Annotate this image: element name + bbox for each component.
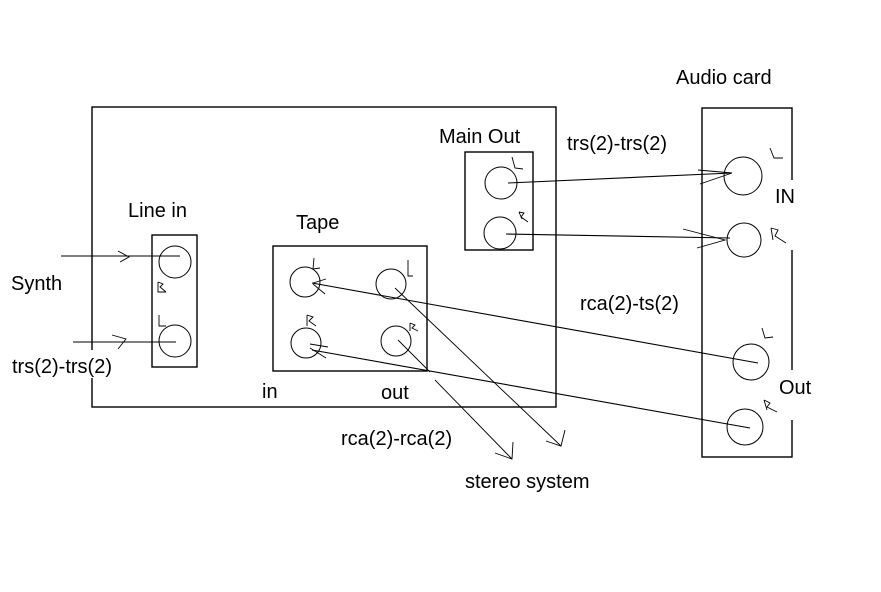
- tape-out-r-to-stereo-wire-a: [397, 339, 431, 373]
- tape-in-r-arrow-icon: [309, 343, 329, 359]
- stereo-r-arrow-icon: [494, 441, 514, 460]
- main-out-r-to-audio-in-r-wire: [505, 233, 731, 239]
- line-in-jack-r: [158, 245, 192, 279]
- tape-label: Tape: [296, 212, 339, 234]
- rca-ts-cable-label: rca(2)-ts(2): [580, 293, 679, 315]
- audio-in-r-mark: [770, 227, 787, 244]
- audio-in-l-arrow-icon: [697, 169, 733, 185]
- mixer-box: [91, 106, 557, 408]
- tape-out-r-mark: [409, 322, 419, 332]
- tape-out-r-to-stereo-wire-b: [434, 379, 513, 460]
- main-out-r-mark: [518, 211, 529, 223]
- main-out-l-to-audio-in-l-wire: [507, 172, 733, 184]
- mixer-edge-gap: [88, 350, 98, 378]
- audio-card-edge-gap-in: [786, 180, 798, 250]
- tape-in-l-mark: [312, 257, 321, 270]
- rca-rca-cable-label: rca(2)-rca(2): [341, 428, 452, 450]
- main-out-r-jack: [483, 216, 517, 250]
- line-in-l-mark: [158, 315, 166, 327]
- tape-out-r-jack: [380, 325, 412, 357]
- audio-in-r-jack: [726, 222, 762, 258]
- tape-out-l-to-stereo-wire: [394, 287, 562, 447]
- tape-in-r-jack: [290, 327, 322, 359]
- audio-in-label: IN: [775, 186, 795, 208]
- audio-card-edge-gap-out: [786, 370, 798, 420]
- synth-r-arrow-icon: [117, 250, 130, 263]
- stereo-l-arrow-icon: [545, 429, 566, 447]
- line-in-panel: [151, 234, 198, 368]
- tape-in-l-jack: [289, 266, 321, 298]
- stereo-system-label: stereo system: [465, 471, 589, 493]
- tape-in-r-mark: [306, 314, 317, 327]
- audio-out-r-to-tape-in-r-wire: [311, 349, 751, 429]
- synth-l-arrow-icon: [111, 334, 127, 350]
- audio-card-box: [701, 107, 793, 458]
- audio-in-l-jack: [723, 156, 763, 196]
- main-out-cable-label: trs(2)-trs(2): [567, 133, 667, 155]
- line-in-label: Line in: [128, 200, 187, 222]
- tape-out-label: out: [381, 382, 409, 404]
- tape-in-l-arrow-icon: [312, 278, 327, 295]
- tape-in-label: in: [262, 381, 278, 403]
- audio-out-l-to-tape-in-l-wire: [311, 282, 759, 364]
- main-out-panel: [464, 151, 534, 251]
- main-out-label: Main Out: [439, 126, 521, 148]
- audio-card-label: Audio card: [676, 67, 772, 89]
- tape-out-l-mark: [407, 260, 413, 277]
- audio-out-label: Out: [779, 377, 812, 399]
- line-in-jack-l: [158, 324, 192, 358]
- synth-cable-label: trs(2)-trs(2): [12, 356, 112, 378]
- audio-out-r-mark: [763, 399, 778, 413]
- main-out-l-mark: [511, 156, 524, 170]
- audio-in-l-mark: [769, 147, 783, 159]
- line-in-r-mark: [157, 281, 167, 293]
- audio-in-r-arrow-icon: [682, 228, 727, 249]
- tape-panel: [272, 245, 428, 372]
- synth-label: Synth: [11, 273, 62, 295]
- audio-out-l-mark: [761, 327, 774, 339]
